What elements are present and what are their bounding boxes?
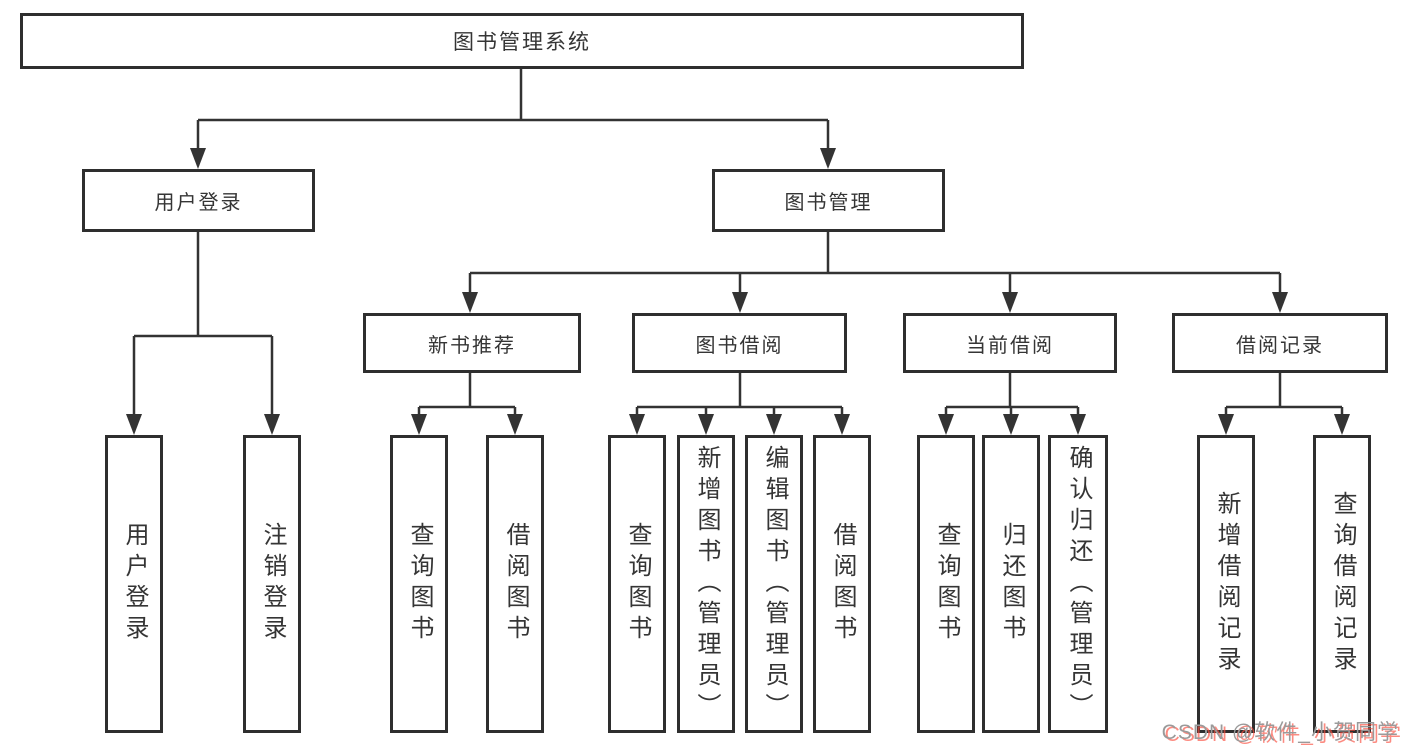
- leaf-label: 借阅图书: [829, 522, 856, 646]
- leaf-user-login: 用户登录: [105, 435, 163, 733]
- leaf-add-books-admin: 新增图书（管理员）: [677, 435, 735, 733]
- node-book-borrowing: 图书借阅: [632, 313, 847, 373]
- leaf-query-books-1: 查询图书: [390, 435, 448, 733]
- node-borrowing-records: 借阅记录: [1172, 313, 1388, 373]
- leaf-edit-books-admin: 编辑图书（管理员）: [745, 435, 803, 733]
- leaf-borrow-books-1: 借阅图书: [486, 435, 544, 733]
- leaf-label: 确认归还（管理员）: [1065, 444, 1092, 724]
- leaf-borrow-books-2: 借阅图书: [813, 435, 871, 733]
- leaf-label: 借阅图书: [502, 522, 529, 646]
- leaf-label: 查询借阅记录: [1329, 491, 1356, 677]
- leaf-query-borrow-record: 查询借阅记录: [1313, 435, 1371, 733]
- csdn-watermark: CSDN @软件_小贺同学: [1161, 721, 1399, 744]
- leaf-label: 新增图书（管理员）: [693, 444, 720, 724]
- node-book-management-module: 图书管理: [712, 169, 945, 232]
- leaf-label: 查询图书: [624, 522, 651, 646]
- leaf-label: 查询图书: [933, 522, 960, 646]
- leaf-label: 查询图书: [406, 522, 433, 646]
- node-library-management-system: 图书管理系统: [20, 13, 1024, 69]
- leaf-query-books-3: 查询图书: [917, 435, 975, 733]
- leaf-label: 新增借阅记录: [1213, 491, 1240, 677]
- node-current-borrowing: 当前借阅: [903, 313, 1117, 373]
- leaf-label: 注销登录: [259, 522, 286, 646]
- leaf-add-borrow-record: 新增借阅记录: [1197, 435, 1255, 733]
- leaf-query-books-2: 查询图书: [608, 435, 666, 733]
- leaf-logout: 注销登录: [243, 435, 301, 733]
- leaf-label: 用户登录: [121, 522, 148, 646]
- leaf-return-books: 归还图书: [982, 435, 1040, 733]
- node-user-login-module: 用户登录: [82, 169, 315, 232]
- leaf-label: 归还图书: [998, 522, 1025, 646]
- leaf-label: 编辑图书（管理员）: [761, 444, 788, 724]
- node-new-book-recommend: 新书推荐: [363, 313, 581, 373]
- leaf-confirm-return-admin: 确认归还（管理员）: [1048, 435, 1108, 733]
